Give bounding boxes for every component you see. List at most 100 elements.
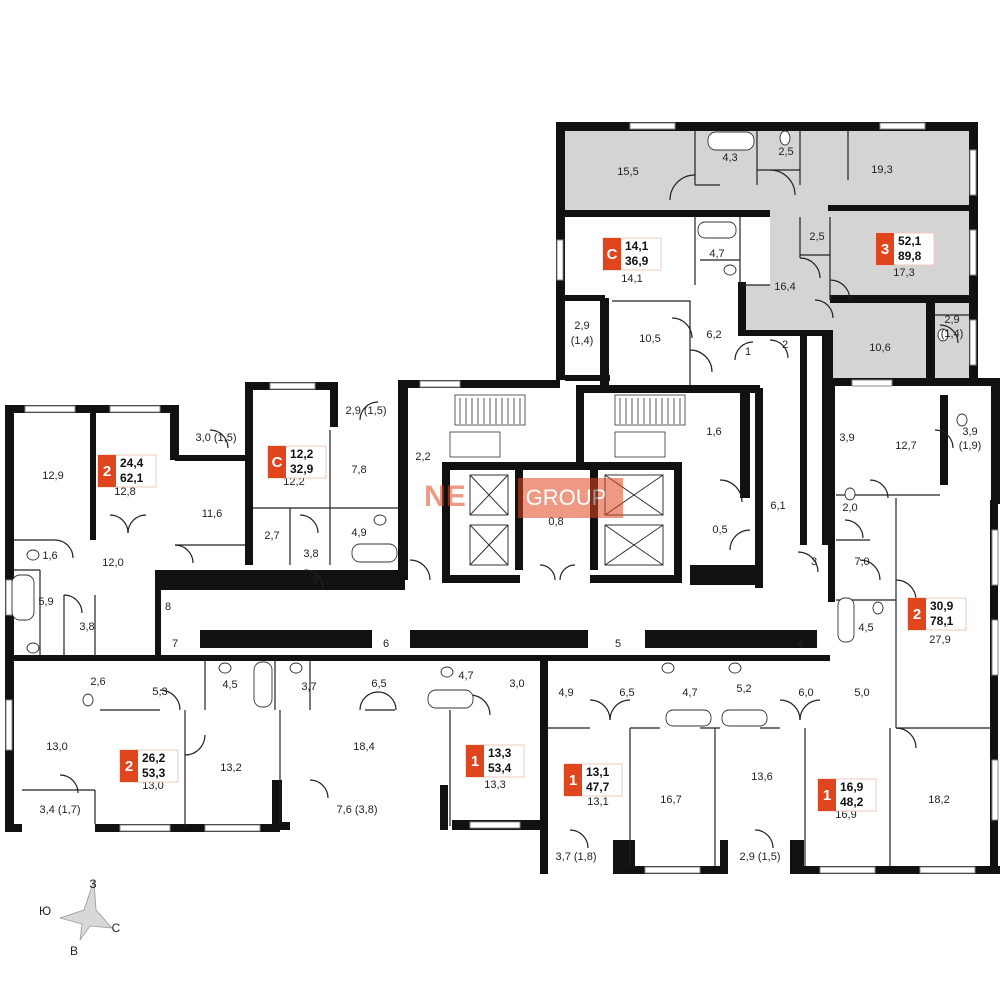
room-area: 7,8: [351, 464, 366, 476]
room-area: 3,0 (1,5): [196, 432, 237, 444]
room-area: 2,0: [842, 502, 857, 514]
apartment-type: 3: [881, 241, 889, 258]
compass-arrow-icon: [58, 879, 113, 941]
stair-steps-left: [459, 398, 521, 424]
apartment-type: 1: [823, 787, 831, 804]
windows: [5, 122, 999, 874]
room-area: 3,4 (1,7): [40, 804, 81, 816]
highlighted-apartment[interactable]: [560, 125, 975, 378]
apartment-type-box: [268, 446, 286, 478]
room-area: 4,3: [722, 152, 737, 164]
room-area: 13,1: [587, 796, 608, 808]
room-area: 12,7: [895, 440, 916, 452]
room-area: (1,4): [571, 335, 594, 347]
door-swings: [54, 169, 959, 849]
room-area: 4,7: [458, 670, 473, 682]
room-area: 16,4: [774, 281, 795, 293]
room-area: 3,8: [303, 548, 318, 560]
room-area: 10,6: [869, 342, 890, 354]
living-area: 13,1: [586, 765, 610, 779]
compass-north: З: [89, 877, 96, 891]
room-area: 2,9 (1,5): [740, 851, 781, 863]
room-area: 5,2: [736, 683, 751, 695]
room-area: 18,4: [353, 741, 374, 753]
room-area: 2,2: [415, 451, 430, 463]
apartment-type-box: [818, 779, 836, 811]
room-area: 1,6: [42, 550, 57, 562]
room-area: 13,6: [751, 771, 772, 783]
stair-steps-right: [619, 398, 681, 424]
room-area: 2,5: [778, 146, 793, 158]
room-area: 6,5: [371, 678, 386, 690]
apartment-type-box: [120, 750, 138, 782]
room-area: 4,5: [858, 622, 873, 634]
room-area: 0,5: [712, 524, 727, 536]
room-area: 11,6: [202, 508, 223, 520]
living-area: 13,3: [488, 746, 512, 760]
door-number: 6: [383, 638, 389, 650]
room-area: 13,3: [484, 779, 505, 791]
room-area: 3,0: [509, 678, 524, 690]
room-area: 19,3: [871, 164, 892, 176]
apartment-badge[interactable]: 1 16,948,2: [817, 778, 877, 812]
room-area: 4,9: [558, 687, 573, 699]
room-area: 12,9: [42, 470, 63, 482]
compass-south: В: [70, 944, 78, 958]
living-area: 16,9: [840, 780, 864, 794]
apartment-type-box: [466, 745, 484, 777]
living-area: 30,9: [930, 599, 954, 613]
apartment-type-box: [98, 455, 116, 487]
watermark-part2: GROUP: [526, 485, 607, 510]
door-number: 4: [797, 638, 803, 650]
room-area: 12,8: [114, 486, 135, 498]
room-area: (1,4): [941, 328, 964, 340]
room-area: 2,9: [574, 320, 589, 332]
room-area: 0,8: [548, 516, 563, 528]
room-area: 3,7 (1,8): [556, 851, 597, 863]
apartment-type: 1: [569, 772, 577, 789]
staircases: [449, 394, 686, 458]
room-area: 4,7: [709, 248, 724, 260]
watermark: NE GROUP: [424, 478, 623, 518]
apartment-type-box: [564, 764, 582, 796]
apartment-badge[interactable]: 1 13,147,7: [563, 763, 623, 797]
room-area: 4,5: [222, 679, 237, 691]
door-number: 7: [172, 638, 178, 650]
compass: З С В Ю: [39, 877, 121, 958]
door-number: 3: [811, 556, 817, 568]
room-area: 2,7: [264, 530, 279, 542]
apartment-type: 2: [103, 463, 111, 480]
door-number: 9: [312, 574, 318, 586]
apartment-type-box: [876, 233, 894, 265]
room-area: 2,9 (1,5): [346, 405, 387, 417]
highlighted-apartment-fill: [560, 125, 975, 378]
total-area: 89,8: [898, 249, 922, 263]
total-area: 47,7: [586, 780, 610, 794]
bathroom-fixtures: [11, 130, 968, 727]
door-number: 5: [615, 638, 621, 650]
living-area: 12,2: [290, 447, 314, 461]
room-area: 7,0: [854, 556, 869, 568]
room-area: 4,7: [682, 687, 697, 699]
room-area: 15,5: [617, 166, 638, 178]
total-area: 48,2: [840, 795, 864, 809]
room-area: 18,2: [928, 794, 949, 806]
apartment-type: С: [272, 454, 283, 471]
apartment-type: 1: [471, 753, 479, 770]
door-number: 8: [165, 601, 171, 613]
room-area: 2,9: [944, 314, 959, 326]
door-number: 2: [782, 339, 788, 351]
room-area: 16,9: [835, 809, 856, 821]
door-numbers: 1 2 3 4 5 6 7 8 9: [165, 339, 817, 650]
compass-west: Ю: [39, 904, 51, 918]
room-area: 7,6 (3,8): [337, 804, 378, 816]
total-area: 62,1: [120, 471, 144, 485]
room-area: 13,0: [142, 780, 163, 792]
